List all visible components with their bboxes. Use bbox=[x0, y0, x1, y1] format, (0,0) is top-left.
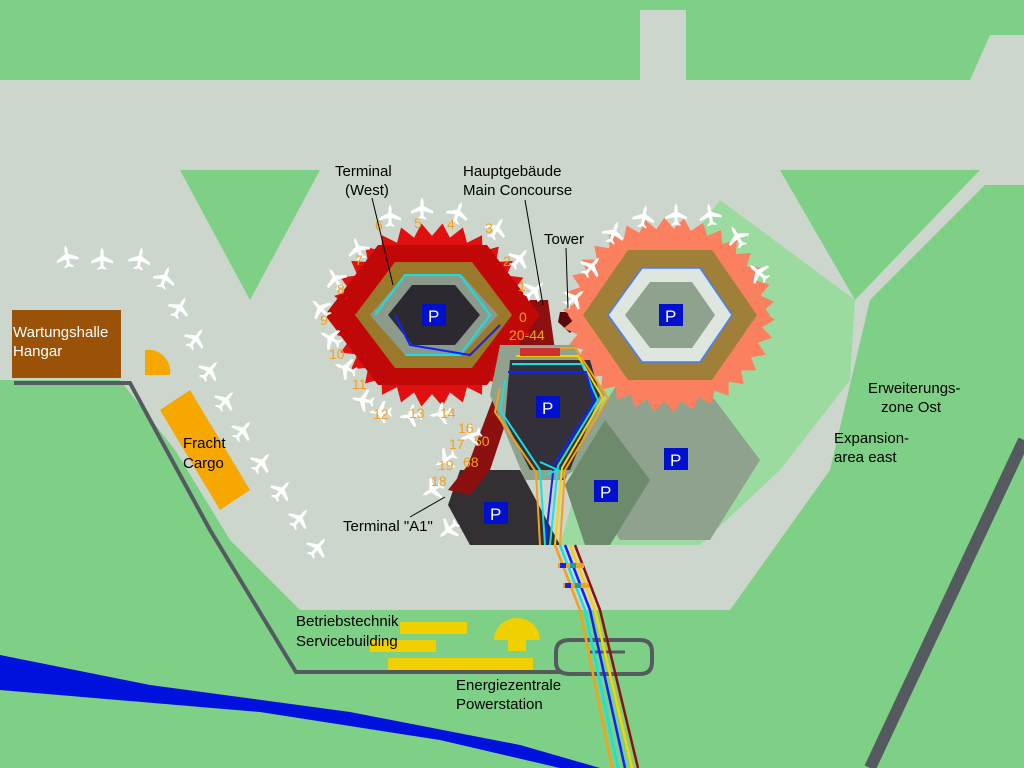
expansion-label-en-1: Expansion- bbox=[834, 430, 909, 447]
service-label-en: Servicebuilding bbox=[296, 633, 398, 650]
gate-50: 50 bbox=[474, 433, 490, 449]
service-buildings bbox=[370, 618, 540, 670]
terminal-west-label-2: (West) bbox=[345, 182, 389, 199]
parking-badge-west bbox=[422, 304, 446, 326]
gate-14: 14 bbox=[440, 405, 456, 421]
parking-symbol-expansion: P bbox=[670, 451, 681, 470]
hangar-building bbox=[12, 310, 121, 378]
gate-68: 68 bbox=[463, 454, 479, 470]
gate-3: 3 bbox=[485, 220, 493, 236]
tower-label: Tower bbox=[544, 231, 584, 248]
parking-symbol-west: P bbox=[428, 307, 439, 326]
main-concourse-label-en: Main Concourse bbox=[463, 182, 572, 199]
parking-symbol-concourse: P bbox=[542, 399, 553, 418]
river bbox=[0, 655, 600, 768]
expansion-label-de-1: Erweiterungs- bbox=[868, 380, 961, 397]
expansion-label-de-2: zone Ost bbox=[881, 399, 942, 416]
gate-9: 9 bbox=[320, 312, 328, 328]
gate-10: 10 bbox=[329, 346, 345, 362]
eastern-road bbox=[864, 437, 1024, 768]
leader-lines bbox=[371, 197, 569, 518]
perimeter-road bbox=[14, 381, 654, 676]
service-label-de: Betriebstechnik bbox=[296, 613, 399, 630]
terminal-a1-label: Terminal "A1" bbox=[343, 518, 433, 535]
terminal-west-label-1: Terminal bbox=[335, 163, 392, 180]
power-label-en: Powerstation bbox=[456, 696, 543, 713]
power-label-de: Energiezentrale bbox=[456, 677, 561, 694]
expansion-label-en-2: area east bbox=[834, 449, 897, 466]
gate-16: 16 bbox=[458, 420, 474, 436]
gate-5: 5 bbox=[414, 215, 422, 231]
gate-18: 18 bbox=[431, 473, 447, 489]
hangar-label-de: Wartungshalle bbox=[13, 324, 108, 341]
gate-19: 19 bbox=[438, 457, 454, 473]
parking-badge-east bbox=[659, 304, 683, 326]
grass-triangle-east bbox=[780, 170, 980, 300]
cargo-label-de: Fracht bbox=[183, 435, 226, 452]
gate-20-44: 20-44 bbox=[509, 327, 545, 343]
cargo-building bbox=[160, 390, 250, 510]
main-concourse-label-de: Hauptgebäude bbox=[463, 163, 561, 180]
gate-12: 12 bbox=[373, 406, 389, 422]
parking-badge-expansion bbox=[664, 448, 688, 470]
hangar-annex bbox=[145, 349, 171, 375]
gate-2: 2 bbox=[503, 253, 511, 269]
parking-symbol-middle: P bbox=[600, 483, 611, 502]
gate-13: 13 bbox=[409, 405, 425, 421]
gate-0: 0 bbox=[519, 309, 527, 325]
gate-8: 8 bbox=[337, 281, 345, 297]
gate-1: 1 bbox=[518, 278, 526, 294]
grass-triangle-west bbox=[180, 170, 320, 300]
hangar-label-en: Hangar bbox=[13, 343, 62, 360]
parking-badges: P P P P P P bbox=[422, 304, 688, 524]
gate-17: 17 bbox=[449, 436, 465, 452]
gate-11: 11 bbox=[352, 376, 367, 392]
cargo-label-en: Cargo bbox=[183, 455, 224, 472]
rail-markers bbox=[558, 563, 589, 588]
parking-symbol-east: P bbox=[665, 307, 676, 326]
parking-symbol-a1: P bbox=[490, 505, 501, 524]
gate-7: 7 bbox=[355, 252, 363, 268]
gate-4: 4 bbox=[447, 216, 455, 232]
parking-badge-a1 bbox=[484, 502, 508, 524]
parking-badge-concourse bbox=[536, 396, 560, 418]
parking-badge-middle bbox=[594, 480, 618, 502]
